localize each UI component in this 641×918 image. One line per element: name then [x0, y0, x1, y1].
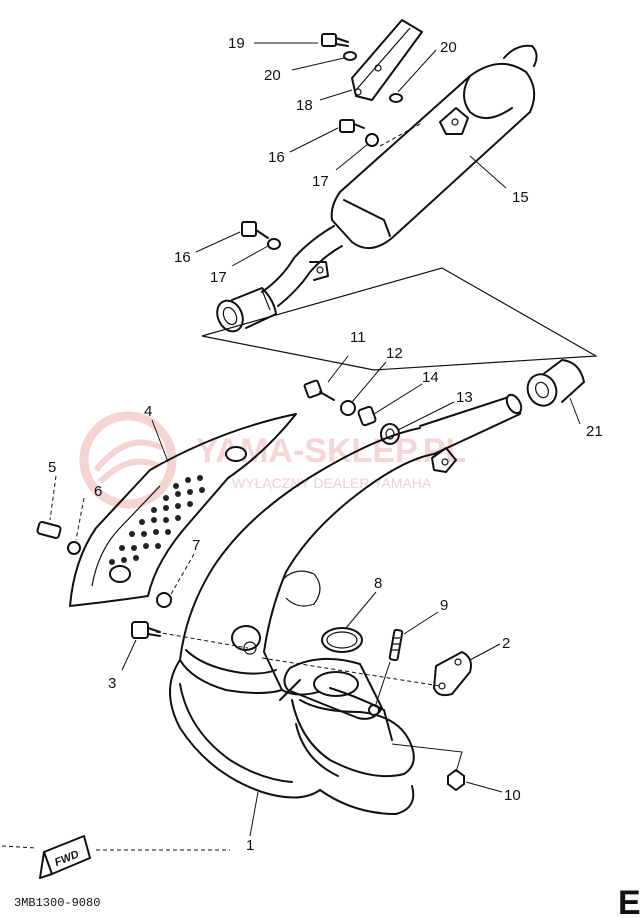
part-21-joint-sleeve [526, 359, 585, 407]
label-6: 6 [94, 483, 102, 500]
label-20-right: 20 [440, 39, 457, 56]
label-16-lower: 16 [174, 249, 191, 266]
part-17-washer-upper [365, 133, 379, 147]
label-11: 11 [350, 329, 366, 346]
part-4-heat-protector [69, 413, 297, 607]
label-15: 15 [512, 189, 529, 206]
label-10: 10 [504, 787, 521, 804]
label-14: 14 [422, 369, 439, 386]
corner-mark: E [618, 884, 641, 918]
part-labels: 19 20 20 18 16 17 15 16 17 11 12 14 13 2… [48, 35, 603, 854]
part-3-bolt [131, 621, 161, 639]
part-2-plate [433, 651, 472, 697]
label-4: 4 [144, 403, 152, 420]
label-5: 5 [48, 459, 56, 476]
watermark-logo-swoosh [93, 439, 164, 485]
label-17-lower: 17 [210, 269, 227, 286]
part-5-screw [36, 521, 62, 539]
label-21: 21 [586, 423, 603, 440]
label-20-left: 20 [264, 67, 281, 84]
label-13: 13 [456, 389, 473, 406]
heat-protector-holes [109, 475, 205, 565]
label-12: 12 [386, 345, 403, 362]
part-1-exhaust-pipe [169, 393, 523, 815]
leader-lines [49, 42, 581, 837]
label-19: 19 [228, 35, 245, 52]
part-12-washer [340, 400, 356, 416]
part-9-stud-bolt [388, 628, 404, 662]
part-16-bolt-lower [241, 221, 269, 239]
part-10-nut [447, 768, 465, 792]
part-20-washer-right [389, 93, 403, 103]
part-14-collar [357, 405, 377, 427]
fwd-dotted-guide [1, 845, 230, 851]
part-8-gasket [321, 627, 363, 653]
fwd-label: FWD [53, 848, 81, 869]
diagram-code: 3MB1300-9080 [14, 896, 100, 910]
label-3: 3 [108, 675, 116, 692]
part-15-muffler [216, 44, 538, 333]
watermark-sub-text: WYŁĄCZNY DEALER YAMAHA [232, 475, 432, 491]
part-17-washer-lower [267, 238, 281, 250]
part-19-bolt [321, 33, 349, 47]
watermark-logo-icon [79, 411, 177, 509]
assembly-bracket-outline [201, 267, 599, 371]
part-16-bolt-upper [339, 119, 365, 133]
part-11-bolt [303, 379, 335, 401]
part-20-washer-left [343, 51, 357, 61]
label-16-upper: 16 [268, 149, 285, 166]
label-18: 18 [296, 97, 313, 114]
part-18-bracket [351, 19, 423, 101]
label-9: 9 [440, 597, 448, 614]
label-2: 2 [502, 635, 510, 652]
label-17-upper: 17 [312, 173, 329, 190]
label-7: 7 [192, 537, 200, 554]
label-8: 8 [374, 575, 382, 592]
watermark: YAMA-SKLEP.PL WYŁĄCZNY DEALER YAMAHA [79, 411, 466, 509]
fwd-arrow: FWD [39, 835, 91, 879]
part-6-washer [67, 541, 81, 555]
label-1: 1 [246, 837, 254, 854]
part-7-washer [156, 592, 172, 608]
